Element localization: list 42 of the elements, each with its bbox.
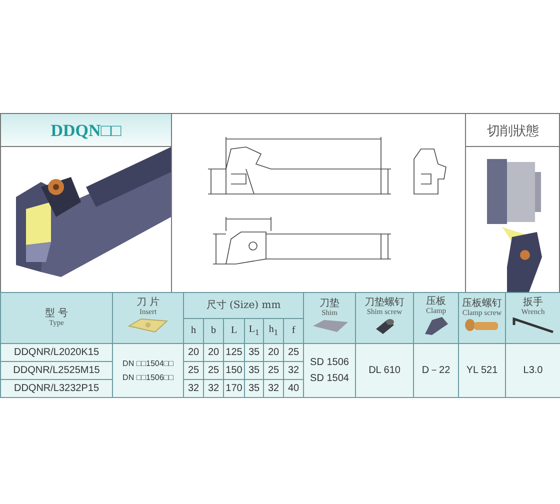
title: DDQN□□ (50, 121, 122, 141)
panel-heading: 切削狀態 (486, 123, 540, 140)
table-text: DN □□1506□□ (122, 372, 174, 382)
table-cell: 25 (204, 362, 224, 380)
table-text: DN □□1504□□ (122, 359, 174, 368)
table-cell: 150 (224, 362, 244, 380)
table-cell: 25 (184, 362, 204, 380)
column-heading: f (284, 318, 304, 344)
table-cell: D－22 (414, 344, 458, 398)
column-heading: 压板 (425, 296, 447, 308)
table-cell: 25 (284, 344, 304, 362)
column-heading: 刀垫螺钉 (364, 296, 406, 308)
column-heading: 刀 片 (135, 296, 161, 308)
table-cell: 32 (264, 380, 284, 398)
column-heading: 压板螺钉 (461, 298, 503, 310)
table-cell: DDQNR/L2020K15 (0, 344, 112, 362)
table-cell: 40 (284, 380, 304, 398)
column-heading: h$_{1}$ (264, 318, 284, 344)
table-cell: DDQNR/L2525M15 (0, 362, 112, 380)
column-heading: 刀垫 (318, 298, 340, 310)
table-cell: YL 521 (458, 344, 506, 398)
table-cell: DL 610 (356, 344, 414, 398)
column-heading: 型 号 (44, 308, 70, 320)
table-cell: 20 (264, 344, 284, 362)
table-text: SD 1504 (309, 372, 350, 384)
table-cell: 32 (284, 362, 304, 380)
table-cell: 25 (264, 362, 284, 380)
table-cell: DDQNR/L3232P15 (0, 380, 112, 398)
table-cell: 20 (204, 344, 224, 362)
table-cell: 32 (204, 380, 224, 398)
table-cell: L3.0 (506, 344, 560, 398)
table-cell: 170 (224, 380, 244, 398)
table-cell: 20 (184, 344, 204, 362)
table-cell: 32 (184, 380, 204, 398)
column-heading: L (224, 318, 244, 344)
table-text: SD 1506 (309, 357, 350, 368)
column-heading: h (184, 318, 204, 344)
column-heading: 尺寸 (Size) mm (205, 300, 282, 312)
table-cell: 125 (224, 344, 244, 362)
column-heading: L$_{1}$ (244, 318, 264, 344)
column-heading: b (204, 318, 224, 344)
column-heading: 扳手 (522, 296, 544, 308)
